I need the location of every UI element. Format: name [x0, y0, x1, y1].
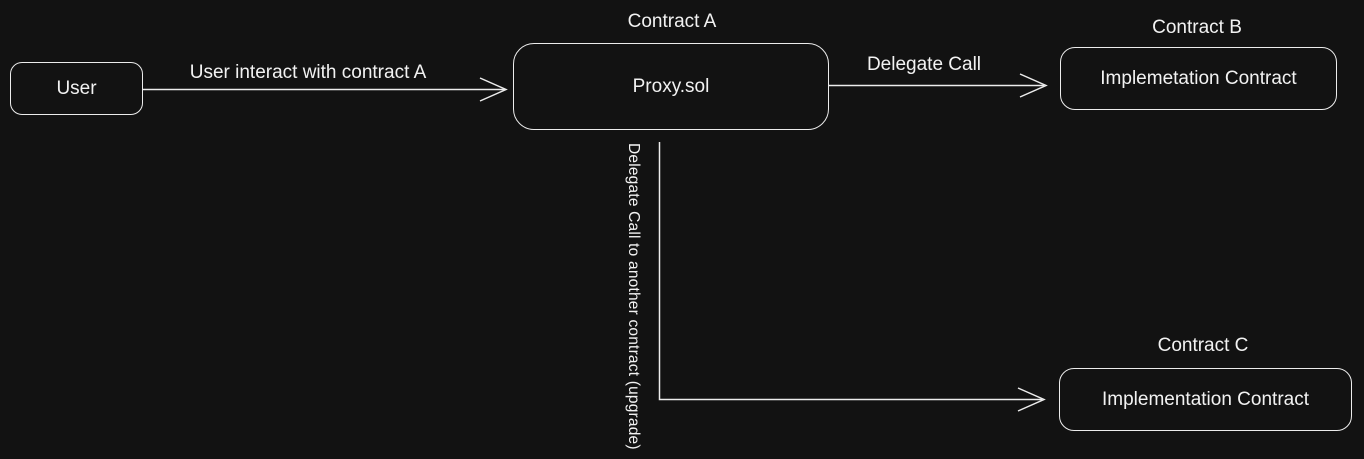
edge-proxy-to-contract-b-label: Delegate Call	[866, 54, 982, 75]
node-proxy-label: Proxy.sol	[632, 75, 710, 97]
edge-proxy-to-contract-c-label: Delegate Call to another contract (upgra…	[625, 143, 642, 450]
node-contract-c-label: Implementation Contract	[1102, 388, 1309, 410]
node-proxy: Proxy.sol	[513, 43, 829, 130]
node-contract-c-title: Contract C	[1157, 335, 1249, 356]
node-contract-c: Implementation Contract	[1059, 368, 1352, 431]
node-contract-b-label: Implemetation Contract	[1100, 67, 1297, 89]
node-user: User	[10, 62, 143, 115]
node-contract-b: Implemetation Contract	[1060, 47, 1337, 110]
node-contract-b-title: Contract B	[1152, 17, 1242, 38]
edge-user-to-proxy-label: User interact with contract A	[189, 62, 427, 83]
edge-proxy-to-contract-c	[658, 142, 1046, 412]
edge-proxy-to-contract-b	[829, 73, 1048, 98]
node-user-label: User	[56, 77, 97, 99]
edge-user-to-proxy	[143, 77, 508, 102]
node-proxy-title: Contract A	[627, 11, 717, 32]
